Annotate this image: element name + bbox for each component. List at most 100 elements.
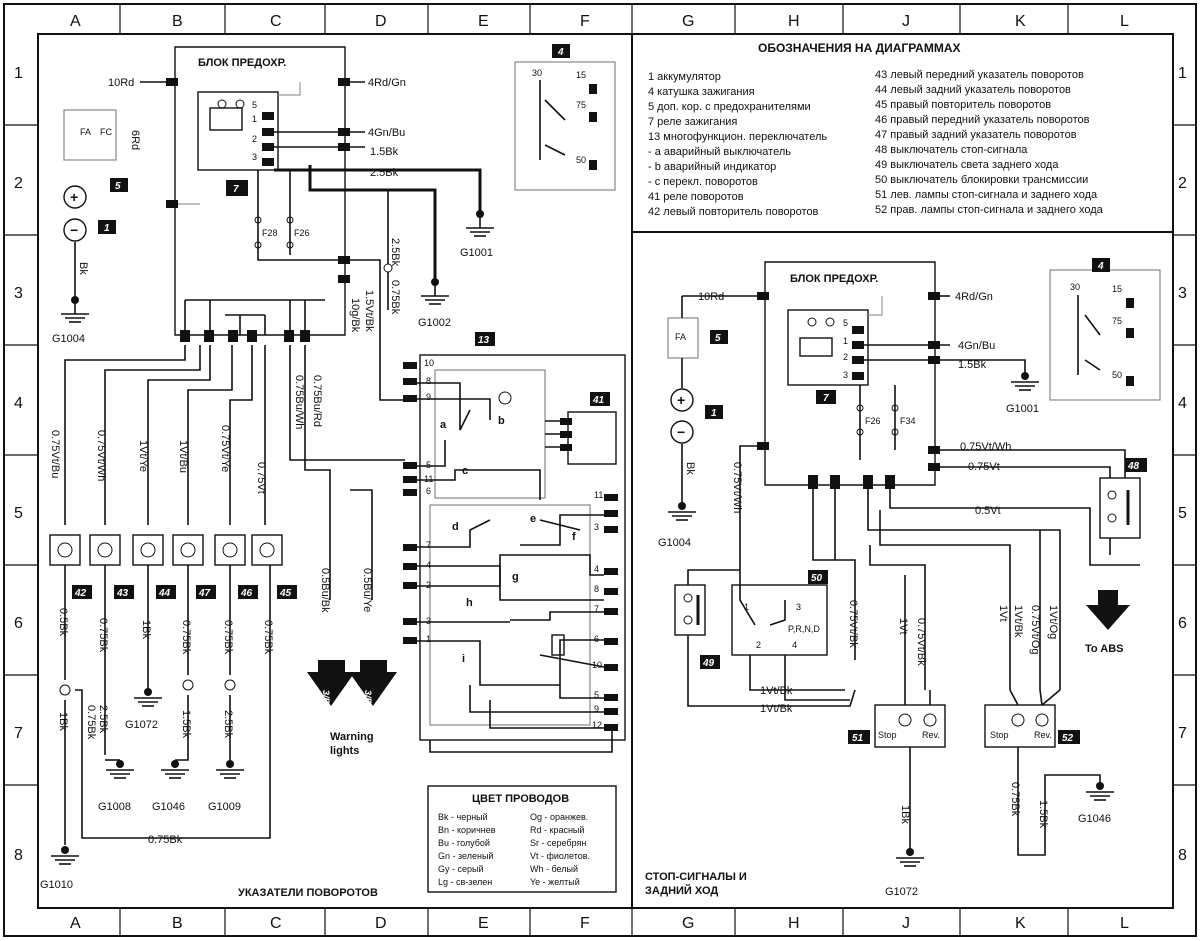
grid-col-label: F (580, 915, 590, 932)
grid-col-label: B (172, 915, 183, 932)
svg-text:11: 11 (424, 474, 433, 484)
svg-text:75: 75 (1112, 316, 1122, 326)
svg-text:2: 2 (426, 580, 431, 590)
badge-label: 4 (557, 47, 564, 58)
connector (338, 275, 350, 283)
wire (889, 500, 1140, 566)
connector (262, 128, 274, 136)
wire-label: 4Gn/Bu (368, 127, 405, 139)
brake-switch-48 (1099, 477, 1141, 539)
grid-col-label: A (70, 13, 81, 30)
wire-label: 0.75Bk (389, 280, 401, 315)
aux-fuse-box-5 (63, 109, 117, 161)
grid-ticks (4, 4, 1196, 936)
svg-text:Rev.: Rev. (1034, 730, 1052, 740)
ground-symbol: G1008 (98, 760, 134, 813)
wire-label: 1Vt (897, 618, 909, 635)
legend-item: 48 выключатель стоп-сигнала (875, 144, 1028, 156)
badge-label: 13 (478, 335, 490, 346)
wire-color-left: Bk - черный Bn - коричнев Bu - голубой G… (438, 812, 496, 887)
inner-frame (37, 33, 1174, 909)
wire-label: 10g/Bk (349, 298, 361, 333)
fuse-terminal (286, 216, 294, 224)
connector (589, 160, 597, 170)
svg-text:c: c (462, 465, 468, 477)
svg-text:8: 8 (426, 376, 431, 386)
legend-item: 5 доп. кор. с предохранителями (648, 101, 811, 113)
wire (687, 660, 856, 707)
wire-label: 0.75Bu/Wh (293, 375, 305, 429)
legend-item: 45 правый повторитель поворотов (875, 99, 1051, 111)
lamp-45 (251, 534, 283, 566)
relay-pin: 75 (576, 100, 586, 110)
grid-row-label: 3 (14, 285, 23, 302)
wire-color-right: Og - оранжев. Rd - красный Sr - серебрян… (530, 812, 590, 887)
svg-text:50: 50 (1112, 370, 1122, 380)
ground-symbol: G1046 (152, 760, 189, 813)
wire-color-title: ЦВЕТ ПРОВОДОВ (472, 793, 569, 805)
wire-label: 1Vt/Bk (1012, 605, 1024, 638)
bulb-icon (140, 542, 156, 558)
ground-symbol: G1072 (885, 848, 924, 898)
connector (262, 143, 274, 151)
connector (247, 330, 257, 342)
badge-label: 43 (116, 588, 129, 599)
wire-label: 0.5Bu/Ye (361, 568, 373, 612)
grid-col-label: C (270, 13, 282, 30)
svg-text:e: e (530, 513, 536, 525)
legend-item: 46 правый передний указатель поворотов (875, 114, 1090, 126)
wire (469, 514, 605, 729)
ground-symbol: G1046 (1078, 782, 1114, 825)
ground-symbol: G1002 (418, 278, 451, 329)
svg-text:Vt - фиолетов.: Vt - фиолетов. (530, 851, 590, 861)
connector (204, 330, 214, 342)
aux-fuse-box-5 (667, 317, 699, 359)
svg-text:−: − (677, 424, 685, 440)
wire-label: 0.75Bk (262, 620, 274, 655)
svg-text:i: i (462, 653, 465, 665)
grid-col-label: C (270, 915, 282, 932)
wire (864, 359, 1026, 375)
wire-label: 1Vt (997, 605, 1009, 622)
wire-label: 2.5Bk (389, 238, 401, 267)
svg-text:3/F4: 3/F4 (363, 690, 373, 708)
wire-label: 1Bk (57, 712, 69, 731)
svg-text:2: 2 (756, 640, 761, 650)
grid-row-label: 7 (14, 725, 23, 742)
legend-item: 49 выключатель света заднего хода (875, 159, 1059, 171)
component-badge-41 (590, 392, 610, 406)
wire-label: Bk (684, 462, 696, 475)
component-badge-44 (156, 585, 176, 599)
component-badge-51 (848, 730, 870, 744)
bulb-icon (57, 542, 73, 558)
svg-text:b: b (498, 415, 505, 427)
grid-col-label: H (788, 915, 800, 932)
fuse-terminal (254, 216, 262, 224)
relay-contact (235, 99, 245, 109)
svg-text:f: f (572, 531, 576, 543)
svg-text:Sr - серебрян: Sr - серебрян (530, 838, 586, 848)
wire-label: 0.75Bu/Rd (311, 375, 323, 427)
legend-item: 7 реле зажигания (648, 116, 737, 128)
relay-contact (217, 99, 227, 109)
fuse-box (764, 261, 936, 486)
wire-label: 1.5Bk (180, 710, 192, 739)
relay-pin: 1 (252, 114, 257, 124)
wire (257, 170, 345, 261)
badge-label: 42 (74, 588, 87, 599)
legend-item: - c перекл. поворотов (648, 176, 758, 188)
harness-connectors (808, 475, 895, 489)
component-badge-42 (72, 585, 92, 599)
connector (228, 330, 238, 342)
component-badge-48 (1125, 458, 1147, 472)
stop-reverse-lamp-51 (874, 704, 946, 748)
grid-col-label: E (478, 13, 489, 30)
wire-label: 0.5Bu/Bk (319, 568, 331, 613)
switch-left-pins: 10 8 9 5 11 6 7 4 2 3 1 (424, 358, 434, 644)
fuse-label: FC (100, 127, 112, 137)
badge-label: 46 (240, 588, 253, 599)
wire-label: 4Rd/Gn (955, 291, 993, 303)
svg-text:5: 5 (715, 333, 721, 344)
